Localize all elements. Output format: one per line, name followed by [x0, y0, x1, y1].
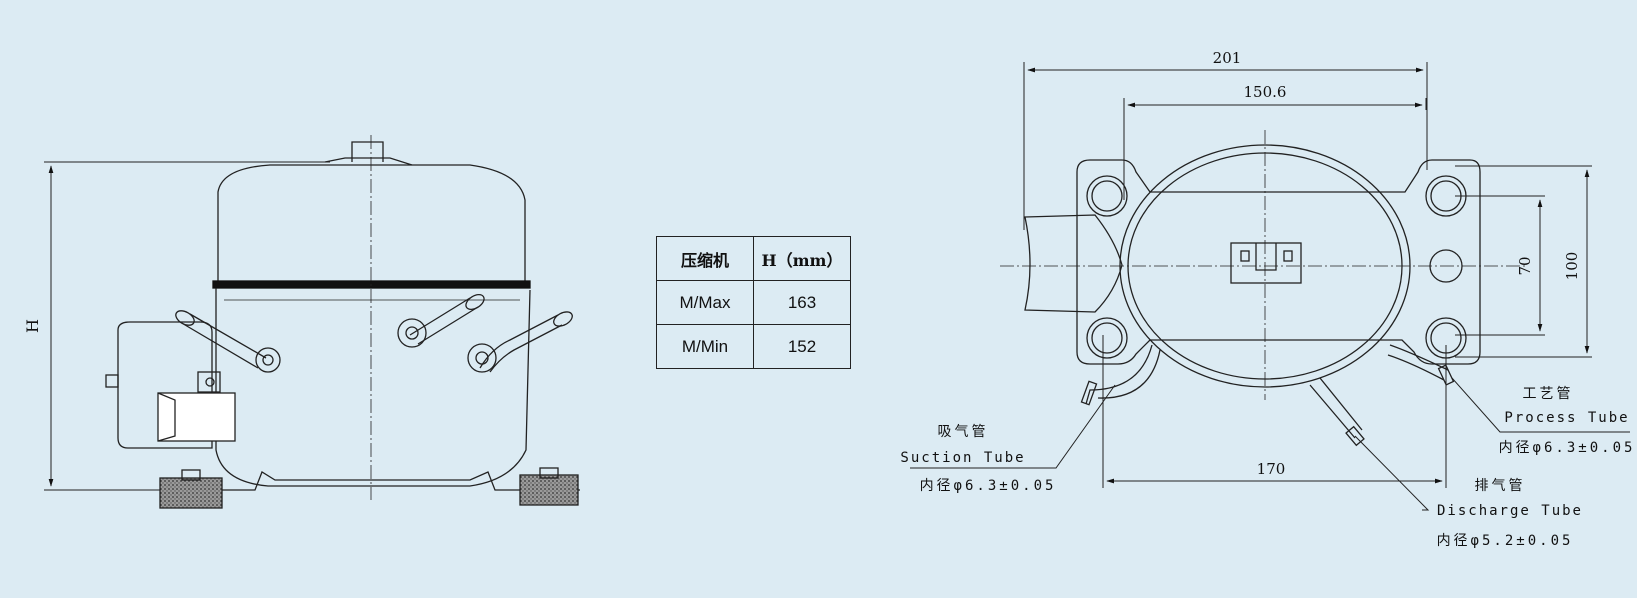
dimension-100: 100: [1455, 165, 1592, 358]
mounting-feet: [159, 467, 580, 509]
side-tubes: [175, 294, 573, 373]
suction-callout: 吸气管 Suction Tube 内径φ6.3±0.05: [900, 424, 1057, 494]
process-spec: 内径φ6.3±0.05: [1499, 440, 1636, 456]
base-plate: [1076, 159, 1481, 365]
suction-leader: [910, 384, 1116, 469]
process-callout: 工艺管 Process Tube 内径φ6.3±0.05: [1499, 386, 1636, 456]
top-fitting: [351, 141, 384, 162]
height-label: H: [23, 319, 42, 333]
header-height: H（mm）: [753, 236, 851, 281]
row-height: 152: [753, 324, 851, 369]
dim-150-6-label: 150.6: [1244, 83, 1287, 101]
side-view: H: [23, 135, 580, 509]
process-cn: 工艺管: [1523, 386, 1574, 402]
process-leader: [1451, 377, 1630, 433]
discharge-callout: 排气管 Discharge Tube 内径φ5.2±0.05: [1437, 478, 1583, 549]
dim-100-label: 100: [1563, 252, 1581, 281]
row-height: 163: [753, 280, 851, 325]
suction-spec: 内径φ6.3±0.05: [920, 478, 1057, 494]
compressor-dome: [217, 164, 526, 286]
process-en: Process Tube: [1504, 410, 1629, 426]
shell-belt: [212, 280, 531, 289]
discharge-spec: 内径φ5.2±0.05: [1437, 533, 1574, 549]
dimension-150-6: 150.6: [1123, 83, 1427, 200]
discharge-en: Discharge Tube: [1437, 503, 1583, 519]
header-compressor: 压缩机: [656, 236, 754, 281]
dim-201-label: 201: [1213, 49, 1242, 67]
discharge-leader: [1354, 435, 1430, 511]
dimension-170: 170: [1102, 335, 1447, 488]
dim-170-label: 170: [1257, 460, 1286, 478]
height-spec-table: 压缩机 H（mm） M/Max 163 M/Min 152: [656, 236, 851, 369]
suction-en: Suction Tube: [900, 450, 1025, 466]
discharge-cn: 排气管: [1475, 478, 1526, 494]
row-model: M/Max: [656, 280, 754, 325]
table-row: M/Max 163: [656, 280, 851, 325]
suction-cn: 吸气管: [938, 424, 989, 440]
table-row: M/Min 152: [656, 324, 851, 369]
table-header-row: 压缩机 H（mm）: [656, 236, 851, 281]
row-model: M/Min: [656, 324, 754, 369]
height-dimension: H: [23, 161, 330, 491]
dimension-201: 201: [1023, 49, 1428, 230]
lower-shell: [215, 288, 531, 487]
top-view: 201 150.6 170 70 100: [910, 49, 1630, 511]
dimension-70: 70: [1455, 195, 1545, 336]
